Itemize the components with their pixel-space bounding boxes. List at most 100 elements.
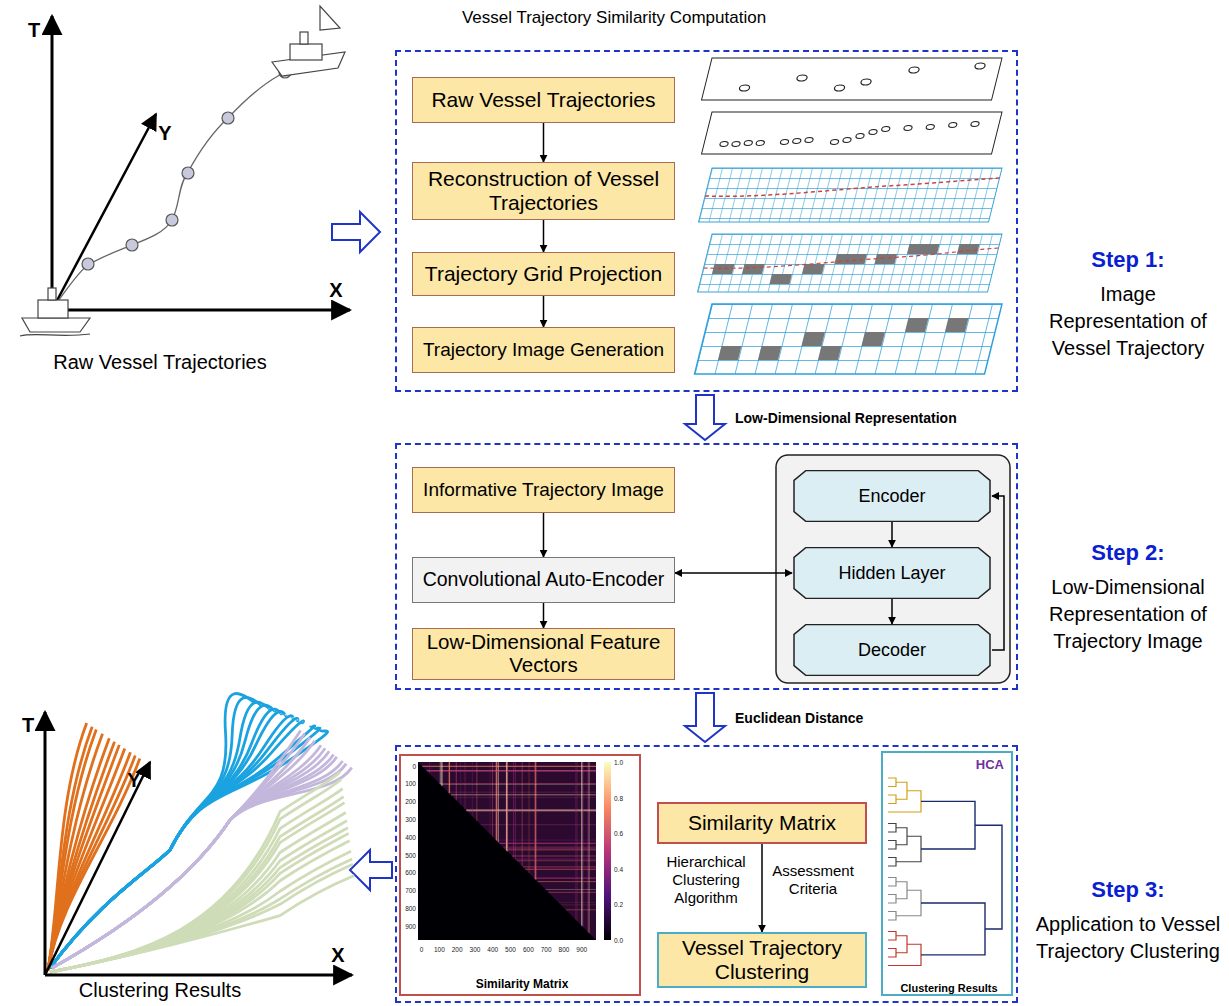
stroke xyxy=(589,762,590,933)
label: 0.2 xyxy=(614,901,623,908)
cluster-axes xyxy=(45,712,352,975)
trajectory-curve xyxy=(50,859,352,972)
trajectory-curve xyxy=(48,745,119,970)
raw-trajectory-plot xyxy=(20,6,350,336)
edge-label: Low-Dimensional Representation xyxy=(735,410,957,426)
stroke xyxy=(441,784,596,785)
stroke xyxy=(888,778,896,787)
stroke xyxy=(523,866,596,867)
autoencoder-frame xyxy=(776,455,1010,683)
label: T xyxy=(22,714,34,737)
node-text: Trajectory Image Generation xyxy=(423,339,664,360)
flow-arrow xyxy=(350,850,392,890)
stroke xyxy=(535,762,536,880)
label: T xyxy=(28,19,40,42)
stroke xyxy=(498,762,499,842)
node-text: Encoder xyxy=(858,486,925,506)
node-text: Raw Vessel Trajectories xyxy=(431,88,655,112)
trajectory-curve xyxy=(50,797,344,972)
node-text: Low-Dimensional Feature Vectors xyxy=(421,631,666,677)
stroke xyxy=(467,811,596,812)
stroke xyxy=(506,762,507,851)
label: 0 xyxy=(420,946,424,953)
connector xyxy=(761,844,763,932)
label: 300 xyxy=(470,946,481,953)
stroke xyxy=(439,783,596,784)
trajectory-curve xyxy=(50,864,353,972)
stroke xyxy=(422,766,596,767)
stroke xyxy=(566,909,596,910)
block-arrow xyxy=(685,693,725,742)
process-box: Convolutional Auto-Encoder xyxy=(412,557,675,603)
label: 500 xyxy=(505,946,516,953)
similarity-heatmap xyxy=(400,755,640,995)
label: Assessment Criteria xyxy=(768,862,858,898)
connector xyxy=(543,513,545,557)
stroke xyxy=(921,801,975,849)
connector xyxy=(675,572,792,574)
stroke xyxy=(467,811,596,812)
stroke xyxy=(472,762,473,816)
label: Raw Vessel Trajectories xyxy=(53,351,266,374)
stroke xyxy=(581,762,582,926)
process-box: Low-Dimensional Feature Vectors xyxy=(412,628,675,680)
connector xyxy=(891,522,893,547)
process-box: Reconstruction of Vessel Trajectories xyxy=(412,162,675,220)
label: X xyxy=(331,944,344,967)
edge-label: Euclidean Distance xyxy=(735,710,863,726)
label: X xyxy=(329,279,342,302)
stroke xyxy=(427,771,596,772)
stroke xyxy=(496,762,497,840)
connector xyxy=(543,220,545,252)
stroke xyxy=(506,849,596,850)
step-label: Step 3:Application to Vessel Trajectory … xyxy=(1030,877,1226,965)
connector xyxy=(543,123,545,162)
label: 400 xyxy=(405,833,416,840)
stroke xyxy=(582,762,583,927)
node-text: Decoder xyxy=(858,640,926,660)
label: 800 xyxy=(559,946,570,953)
stroke xyxy=(896,828,907,845)
connector xyxy=(891,599,893,624)
node-text: Reconstruction of Vessel Trajectories xyxy=(421,167,666,214)
connector xyxy=(543,603,545,628)
stroke xyxy=(888,841,896,850)
stroke xyxy=(535,762,536,880)
node-text: HCA xyxy=(976,757,1004,772)
node-text: Application to Vessel Trajectory Cluster… xyxy=(1030,911,1226,965)
block-arrow xyxy=(685,395,725,440)
step-panel: Step 2:Low-Dimensional Representation of… xyxy=(395,443,1018,690)
label: 200 xyxy=(405,798,416,805)
process-box: Trajectory Image Generation xyxy=(412,327,675,373)
dendrogram-panel: HCA Clustering Results xyxy=(884,754,1014,997)
stroke xyxy=(426,770,596,771)
network-layer: Decoder xyxy=(792,624,992,676)
stroke xyxy=(496,840,596,841)
node-text: Similarity Matrix xyxy=(402,977,642,991)
label: 0.0 xyxy=(614,937,623,944)
label: 0 xyxy=(412,762,416,769)
dendrogram xyxy=(888,778,1002,966)
stroke xyxy=(515,858,596,859)
stroke xyxy=(534,878,596,879)
octagon-shape xyxy=(794,471,990,522)
network-layer: Hidden Layer xyxy=(792,547,992,599)
label: Hierarchical Clustering Algorithm xyxy=(660,853,752,907)
stroke xyxy=(451,795,596,796)
stroke xyxy=(888,878,896,887)
label: 100 xyxy=(405,780,416,787)
label: 500 xyxy=(405,851,416,858)
process-box: Vessel Trajectory Clustering xyxy=(657,932,867,988)
label: 700 xyxy=(541,946,552,953)
stroke xyxy=(975,825,1002,929)
label: 600 xyxy=(523,946,534,953)
stroke xyxy=(465,762,466,809)
grid-layers xyxy=(695,58,1002,374)
node-text: Clustering Results xyxy=(884,982,1014,994)
connector xyxy=(992,496,1004,650)
label: 800 xyxy=(405,904,416,911)
stroke xyxy=(896,936,907,953)
step-label: Step 2:Low-Dimensional Representation of… xyxy=(1030,540,1226,655)
stroke xyxy=(490,762,491,834)
stroke xyxy=(888,932,896,941)
